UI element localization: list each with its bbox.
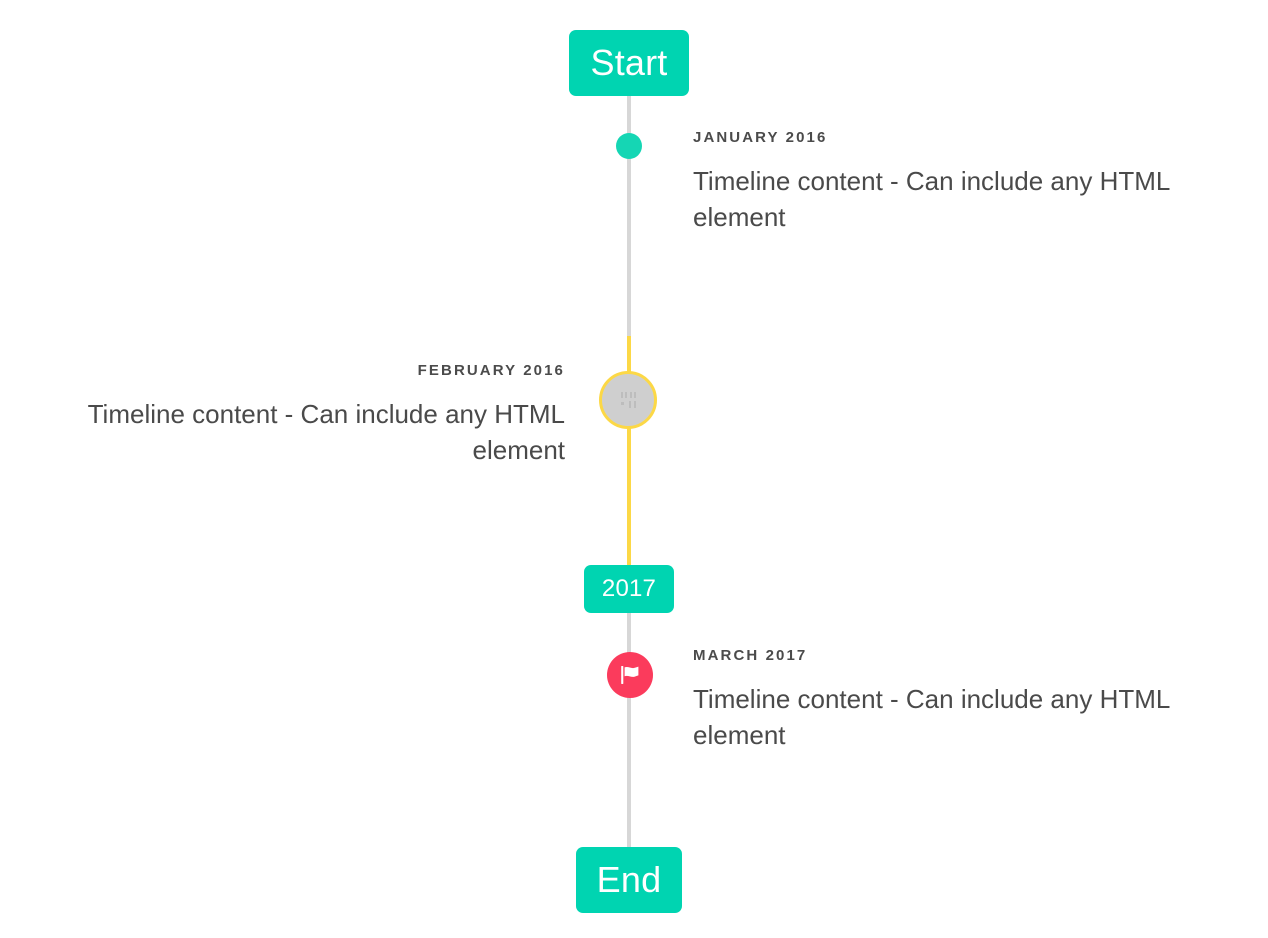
timeline-entry-body: Timeline content - Can include any HTML … bbox=[87, 398, 565, 466]
timeline-entry-date: JANUARY 2016 bbox=[693, 129, 828, 146]
timeline-start-badge[interactable]: Start bbox=[569, 30, 689, 96]
timeline-end-badge[interactable]: End bbox=[576, 847, 682, 913]
timeline-line-segment-bottom bbox=[627, 612, 631, 852]
timeline-line-segment-highlight bbox=[627, 336, 631, 574]
timeline-entry-body: Timeline content - Can include any HTML … bbox=[693, 165, 1170, 233]
timeline-entry-date: FEBRUARY 2016 bbox=[417, 362, 565, 379]
timeline-entry-march: MARCH 2017 Timeline content - Can includ… bbox=[693, 647, 1223, 754]
timeline-entry-body: Timeline content - Can include any HTML … bbox=[693, 683, 1170, 751]
flag-icon bbox=[621, 666, 639, 684]
timeline-marker-january[interactable] bbox=[616, 133, 642, 159]
timeline-entry-february: FEBRUARY 2016 Timeline content - Can inc… bbox=[40, 362, 565, 469]
timeline-marker-march[interactable] bbox=[607, 652, 653, 698]
broken-image-icon bbox=[620, 391, 637, 409]
timeline-line-segment-top bbox=[627, 88, 631, 336]
timeline-milestone-badge-2017[interactable]: 2017 bbox=[584, 565, 674, 613]
timeline-entry-january: JANUARY 2016 Timeline content - Can incl… bbox=[693, 129, 1223, 236]
timeline-entry-date: MARCH 2017 bbox=[693, 647, 808, 664]
timeline-marker-february[interactable] bbox=[599, 371, 657, 429]
